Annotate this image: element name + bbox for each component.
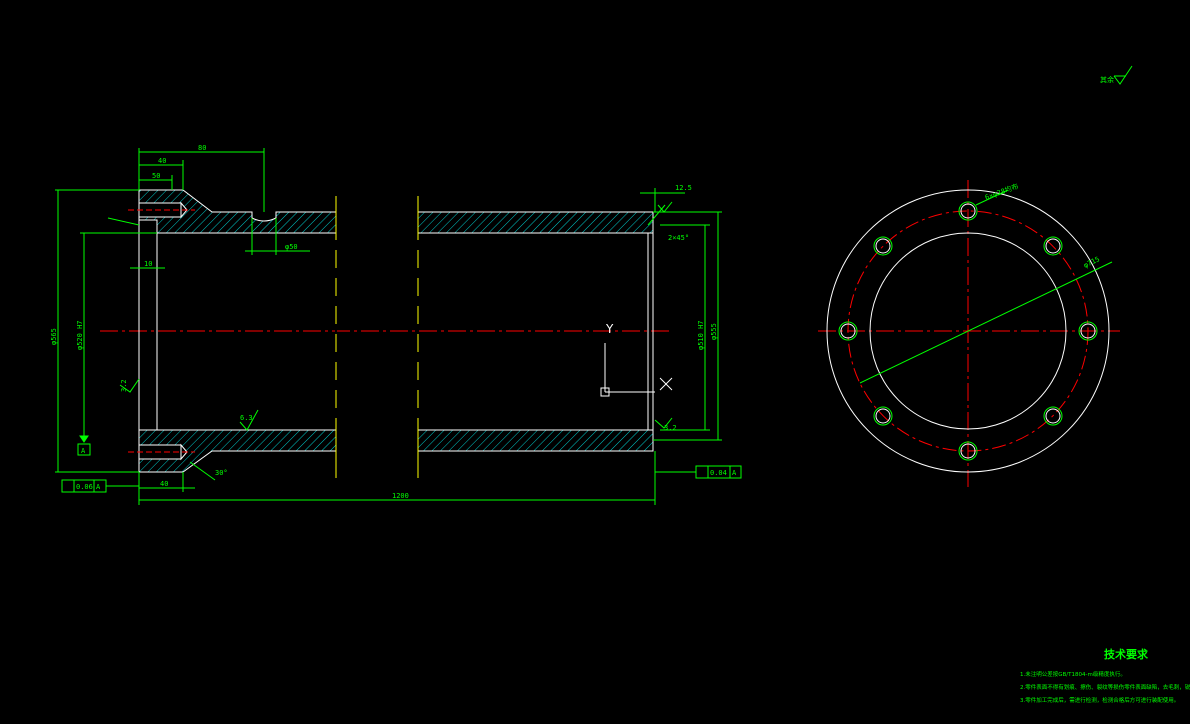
- ucs-x-mark: [659, 377, 673, 391]
- tech-note-1: 1.未注明公差按GB/T1804-m级精度执行。: [1020, 672, 1126, 678]
- bottom-wall-right: [417, 429, 654, 452]
- dim-groove: φ50: [285, 243, 298, 251]
- dim-datum-right: A: [732, 469, 737, 477]
- dim-right-roughness: 12.5: [675, 184, 692, 192]
- dim-right-chamfer: 2×45°: [668, 234, 689, 242]
- dim-datum-left: A: [96, 483, 101, 491]
- bolt-holes: [838, 201, 1098, 461]
- dim-outer-dia: φ565: [50, 328, 58, 345]
- corner-roughness-symbol: [1113, 65, 1133, 85]
- inner-circle: [869, 232, 1067, 430]
- dim-right-outer: φ555: [710, 323, 718, 340]
- dim-flange-width: 40: [158, 157, 166, 165]
- dim-right-bore: φ510 H7: [697, 320, 705, 350]
- top-wall-right: [417, 211, 654, 234]
- top-wall-left: [138, 189, 337, 234]
- dim-chamfer: 30°: [215, 469, 228, 477]
- dim-ra-bottom: 3.2: [664, 424, 677, 432]
- tech-note-3: 3.零件加工完成后，需进行检测，检测合格后方可进行装配使用。: [1020, 698, 1180, 704]
- dim-top-80: 80: [198, 144, 206, 152]
- section-view: 1200 80 40 50 φ50 10 40 12.5 30° 2×45° 6…: [50, 144, 742, 505]
- dim-bottom-left: 40: [160, 480, 168, 488]
- dim-runout-right: 0.04: [710, 469, 727, 477]
- hole-leader: [975, 189, 1009, 206]
- dim-wall-roughness: 3.2: [120, 379, 128, 392]
- dim-small: 10: [144, 260, 152, 268]
- outer-circle: [826, 189, 1110, 473]
- corner-roughness-label: 其余: [1100, 75, 1114, 84]
- datum-label: A: [81, 447, 86, 455]
- tech-requirements-title: 技术要求: [1104, 648, 1148, 661]
- dim-inner-dia: φ520 H7: [76, 320, 84, 350]
- ucs-icon: [600, 343, 655, 397]
- dim-face-width: 50: [152, 172, 160, 180]
- dim-ra-left: 6.3: [240, 414, 253, 422]
- bolt-circle: [847, 210, 1089, 452]
- tolerance-frames: [61, 435, 742, 493]
- dim-total-length: 1200: [392, 492, 409, 500]
- dimension-lines: [55, 148, 722, 505]
- dim-hole-spec: 6×φ28均布: [984, 181, 1020, 201]
- end-view: φ715 6×φ28均布: [818, 180, 1120, 487]
- bolt-circle-dim-line: [859, 261, 1113, 384]
- ucs-y-label: Y: [606, 322, 614, 336]
- dim-runout-left: 0.06: [76, 483, 93, 491]
- roughness-symbols: [119, 201, 673, 431]
- dim-bolt-circle: φ715: [1082, 255, 1101, 270]
- tech-note-2: 2.零件表面不得有划痕、擦伤、裂纹等损伤零件表面缺陷，去毛刺，锐边倒钝。: [1020, 685, 1190, 691]
